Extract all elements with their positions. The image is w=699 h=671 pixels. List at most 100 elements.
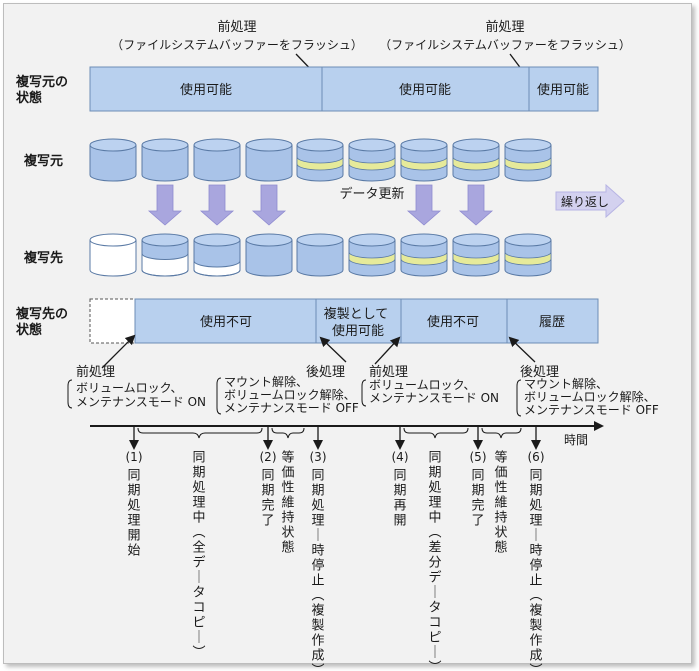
period-braces — [137, 427, 522, 439]
svg-text:完: 完 — [471, 499, 484, 514]
source-state-label-line2: 状態 — [16, 90, 42, 106]
svg-text:開: 開 — [393, 514, 406, 529]
top-note-2-title: 前処理 — [485, 19, 524, 35]
target-state-label-line2: 状態 — [16, 322, 42, 338]
svg-text:理: 理 — [428, 496, 441, 511]
svg-text:処: 処 — [192, 481, 205, 496]
svg-text:同: 同 — [261, 469, 274, 484]
repeat-arrow — [555, 183, 625, 219]
period-labels: 同期処理中︵全デ｜タコピ｜︶等価性維持状態同期処理中︵差分デ｜タコピ｜︶等価性維… — [192, 450, 507, 671]
svg-text:期: 期 — [428, 466, 441, 481]
svg-text:同: 同 — [393, 469, 406, 484]
svg-text:理: 理 — [529, 514, 542, 529]
svg-text:止: 止 — [529, 574, 542, 589]
svg-text:期: 期 — [529, 484, 542, 499]
pre2-bracket — [361, 379, 367, 407]
svg-text:期: 期 — [192, 466, 205, 481]
repeat-label: 繰り返し — [561, 195, 609, 209]
svg-text:全: 全 — [192, 540, 205, 556]
svg-text:同: 同 — [471, 469, 484, 484]
svg-text:理: 理 — [192, 496, 205, 511]
svg-text:性: 性 — [281, 481, 294, 496]
source-disk-4 — [245, 138, 293, 182]
svg-text:分: 分 — [428, 556, 441, 571]
event-number-2: (2) — [260, 450, 277, 464]
svg-text:開: 開 — [127, 529, 140, 544]
source-disk-8 — [452, 138, 500, 182]
time-label: 時間 — [564, 433, 588, 447]
svg-text:停: 停 — [529, 558, 542, 574]
svg-text:価: 価 — [281, 466, 294, 481]
svg-text:︶: ︶ — [192, 646, 205, 661]
svg-text:差: 差 — [428, 541, 441, 556]
svg-text:再: 再 — [393, 499, 406, 514]
pre1-bracket — [67, 379, 73, 409]
svg-text:停: 停 — [311, 558, 324, 574]
target-disk-2 — [141, 233, 189, 277]
source-state-label-line1: 複写元の — [15, 74, 68, 90]
svg-text:了: 了 — [261, 514, 274, 529]
svg-text:価: 価 — [494, 466, 507, 481]
svg-text:タ: タ — [192, 586, 205, 601]
target-label: 複写先 — [23, 250, 63, 266]
target-state-label-line1: 複写先の — [15, 306, 68, 322]
svg-text:｜: ｜ — [428, 586, 441, 601]
svg-text:製: 製 — [311, 619, 324, 634]
post2-title: 後処理 — [520, 365, 559, 380]
target-state-segment-1: 使用不可 — [200, 314, 252, 330]
svg-text:成: 成 — [311, 649, 324, 664]
post1-line2: ボリュームロック解除、 — [224, 387, 356, 402]
svg-text:完: 完 — [261, 499, 274, 514]
target-disk-1 — [89, 233, 137, 277]
svg-text:持: 持 — [281, 511, 294, 526]
event-labels: (1)同期処理開始(2)同期完了(3)同期処理｜時停止︵複製作成︶(4)同期再開… — [126, 450, 545, 671]
data-update-label: データ更新 — [339, 186, 404, 202]
source-state-segment-2: 使用可能 — [399, 82, 451, 98]
svg-text:複: 複 — [529, 603, 542, 619]
target-disk-7 — [400, 233, 448, 277]
copy-arrow-2 — [199, 184, 235, 226]
svg-text:︶: ︶ — [529, 664, 542, 671]
event-number-4: (4) — [392, 450, 409, 464]
post1-arrow — [319, 336, 347, 363]
svg-text:等: 等 — [281, 450, 294, 466]
target-disk-9 — [504, 233, 552, 277]
svg-text:︵: ︵ — [529, 589, 542, 604]
svg-text:｜: ｜ — [529, 529, 542, 544]
post1-line1: マウント解除、 — [224, 374, 308, 389]
svg-text:性: 性 — [494, 481, 507, 496]
target-state-segment-3: 使用不可 — [427, 314, 479, 330]
svg-text:状: 状 — [494, 526, 507, 541]
event-number-1: (1) — [126, 450, 143, 464]
copy-arrow-3 — [251, 184, 287, 226]
svg-text:態: 態 — [494, 540, 507, 556]
svg-text:同: 同 — [311, 469, 324, 484]
event-number-5: (5) — [470, 450, 487, 464]
svg-text:︵: ︵ — [428, 526, 441, 541]
source-disk-7 — [400, 138, 448, 182]
post1-line3: メンテナンスモード OFF — [224, 401, 359, 415]
copy-arrow-4 — [406, 184, 442, 226]
svg-text:維: 維 — [281, 496, 294, 511]
svg-text:了: 了 — [471, 514, 484, 529]
target-state-segment-2-line2: 使用可能 — [332, 323, 384, 339]
source-disk-9 — [504, 138, 552, 182]
svg-text:複: 複 — [311, 603, 324, 619]
svg-text:デ: デ — [192, 555, 205, 571]
source-state-bar — [89, 66, 599, 112]
svg-text:｜: ｜ — [428, 646, 441, 661]
source-disk-6 — [348, 138, 396, 182]
source-state-segment-3: 使用可能 — [537, 82, 589, 98]
svg-text:コ: コ — [192, 601, 205, 616]
pre2-title: 前処理 — [369, 364, 408, 380]
svg-text:成: 成 — [529, 649, 542, 664]
svg-text:維: 維 — [494, 496, 507, 511]
svg-text:期: 期 — [261, 484, 274, 499]
svg-text:ピ: ピ — [192, 616, 205, 631]
target-disk-4 — [245, 233, 293, 277]
svg-text:︶: ︶ — [311, 664, 324, 671]
